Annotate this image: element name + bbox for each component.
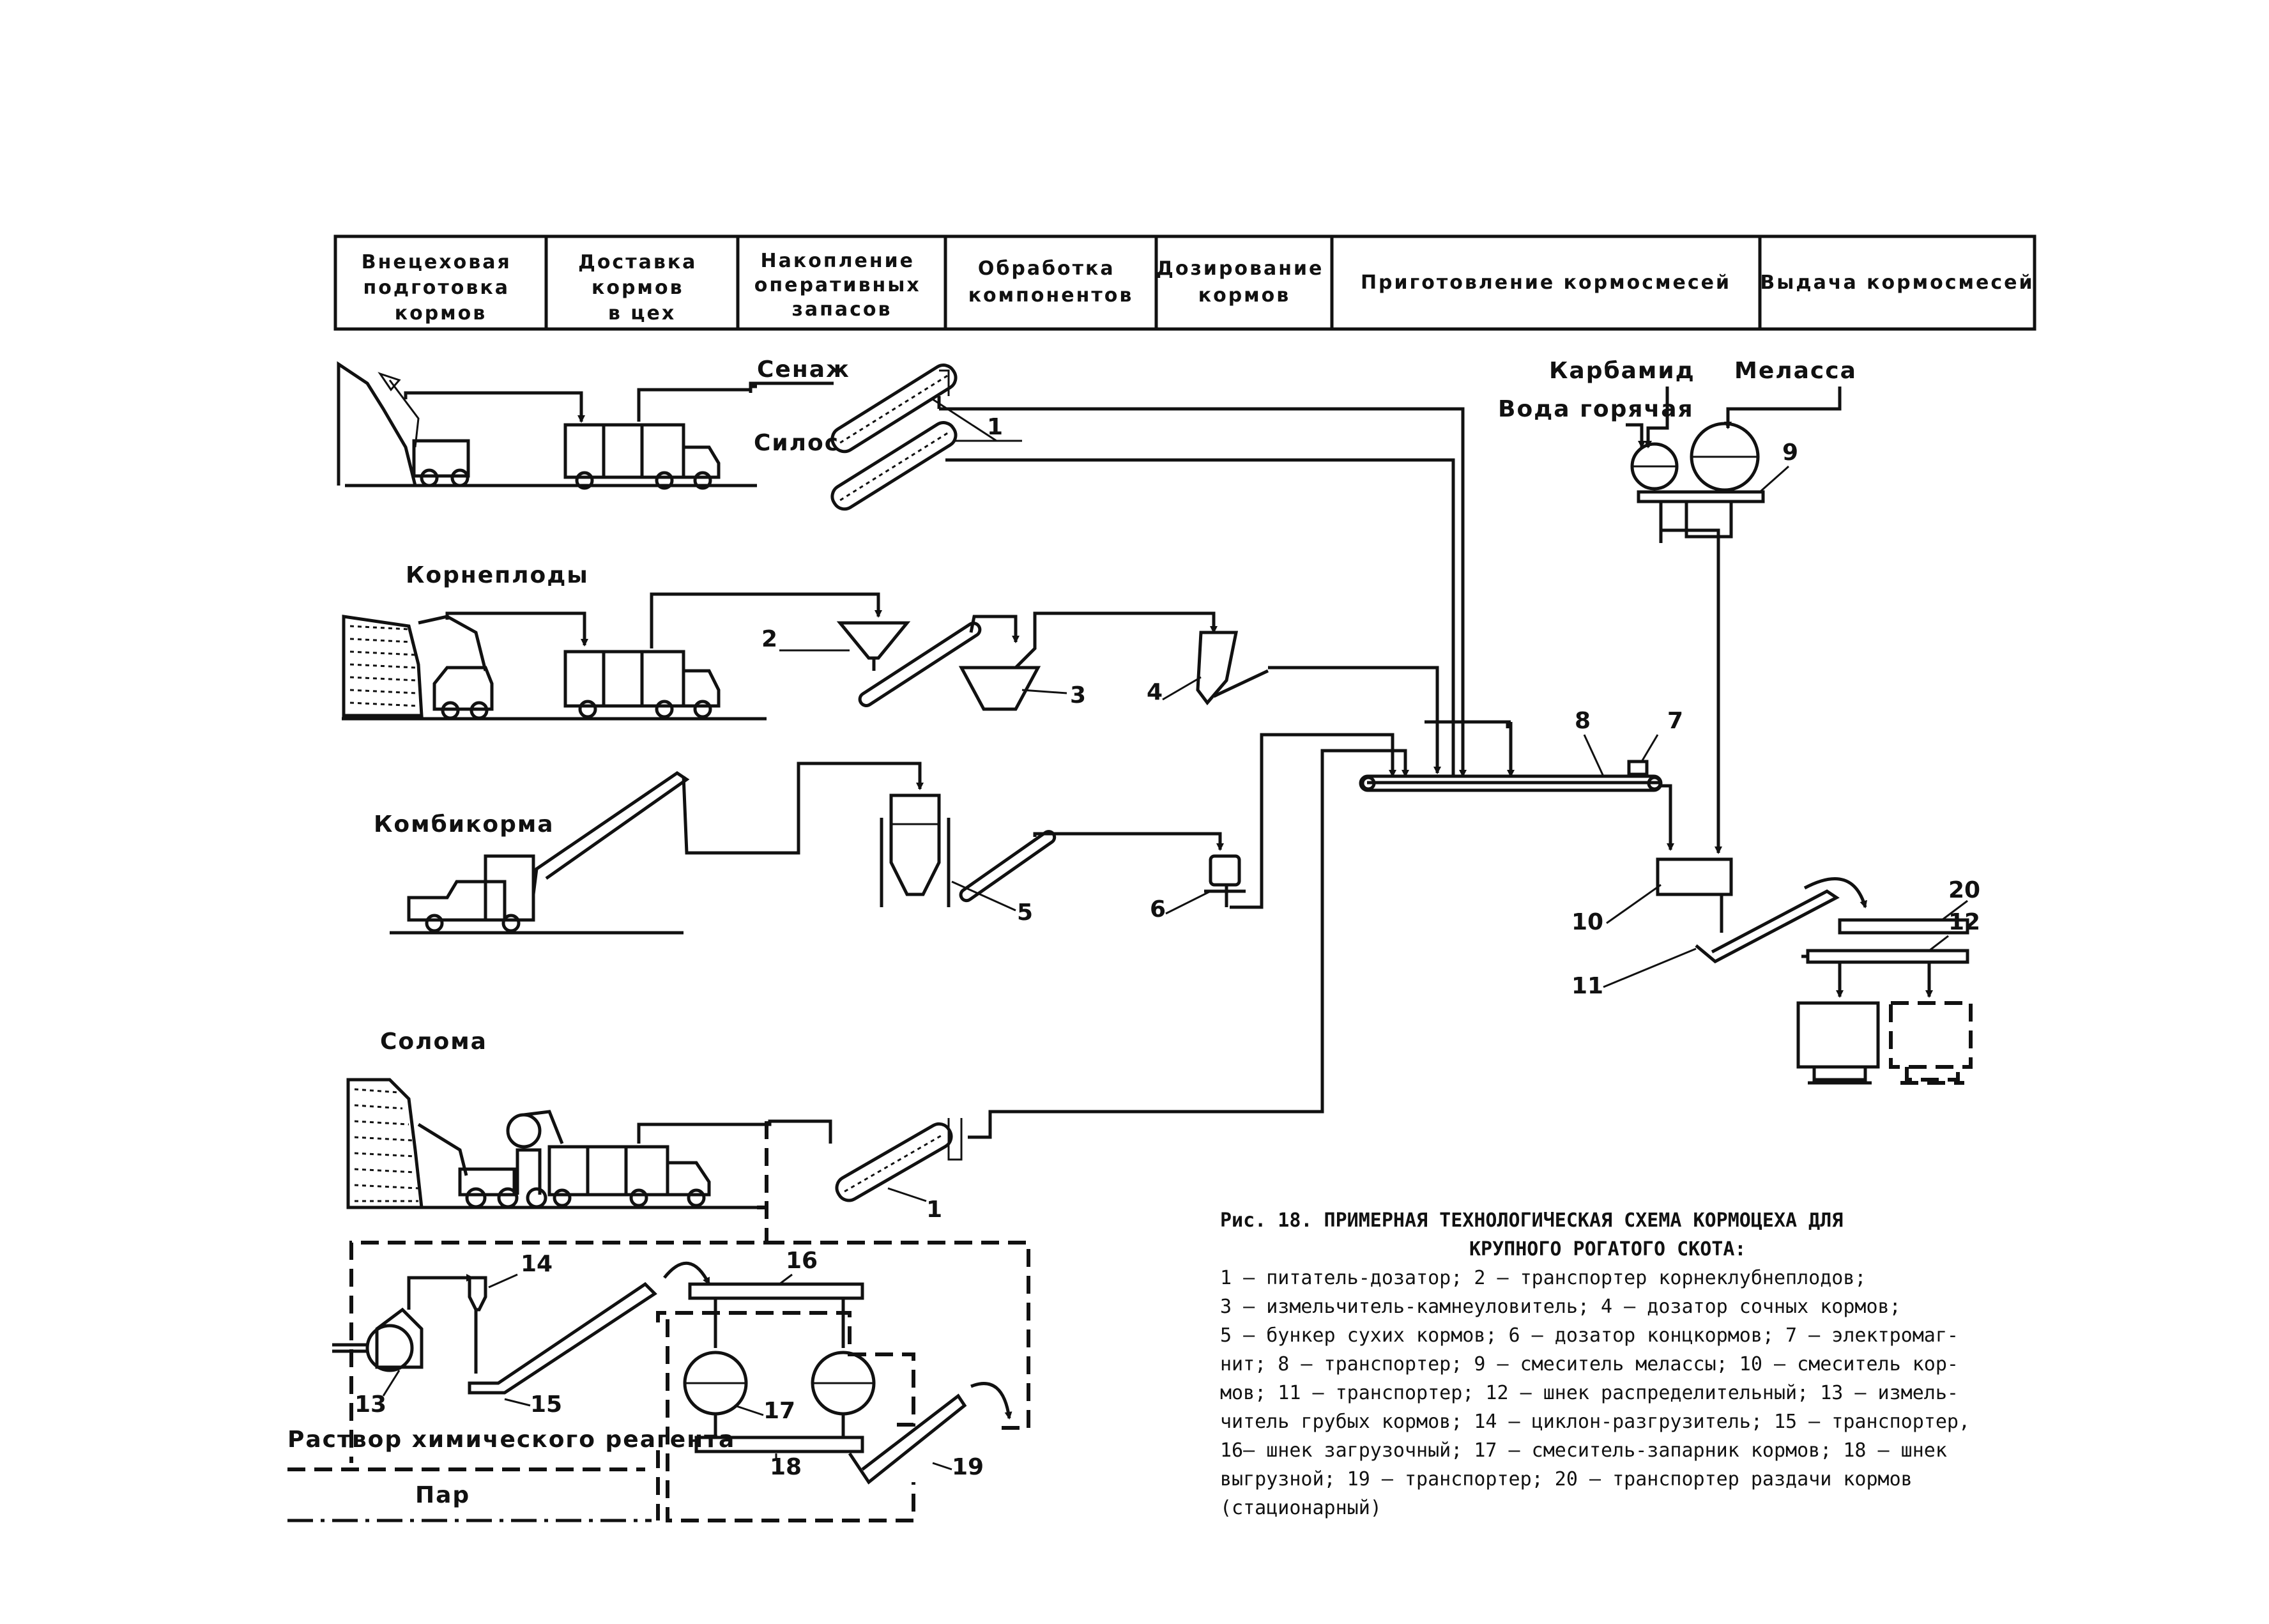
- transporter-8: 8: [1359, 708, 1663, 792]
- caption-line-5: мов; 11 – транспортер; 12 – шнек распред…: [1220, 1382, 1959, 1404]
- label-num-9: 9: [1782, 440, 1798, 466]
- header-col-2: Доставка кормов в цех: [578, 251, 706, 325]
- transporter-11: 11: [1571, 877, 1868, 999]
- feeder-conveyor-lower: [830, 421, 958, 511]
- label-num-2: 2: [761, 626, 777, 652]
- label-melassa: Меласса: [1734, 358, 1857, 384]
- header-col-7: Выдача кормосмесей: [1760, 272, 2034, 294]
- label-num-7: 7: [1667, 708, 1683, 734]
- label-num-8: 8: [1575, 708, 1591, 734]
- header-col-5: Дозирование кормов: [1156, 257, 1333, 307]
- delivery-truck-icon: [563, 423, 721, 490]
- label-num-1-top: 1: [987, 414, 1003, 440]
- label-kombikorma: Комбикорма: [374, 811, 554, 838]
- label-num-3: 3: [1070, 682, 1086, 709]
- chemical-treatment-subsystem: 13 14 15 16 17: [287, 1121, 1030, 1522]
- tractor-crane-icon: [506, 1110, 564, 1209]
- row-soloma: Солома: [346, 749, 1409, 1223]
- distribution-conveyor-20: 20: [1838, 877, 1980, 935]
- feed-dispenser-wagons: [1796, 1001, 1973, 1085]
- unloading-auger-18: [694, 1436, 864, 1453]
- label-num-5: 5: [1017, 900, 1033, 926]
- label-num-13: 13: [355, 1391, 386, 1418]
- straw-loader-icon: [458, 1167, 519, 1209]
- row-kombikorma: Комбикорма 5 6: [374, 733, 1396, 935]
- mixer-steamer-17: [683, 1351, 876, 1437]
- label-num-11: 11: [1571, 973, 1603, 999]
- caption-line-9: (стационарный): [1220, 1497, 1382, 1519]
- label-num-14: 14: [521, 1251, 553, 1277]
- label-num-20: 20: [1948, 877, 1980, 903]
- label-num-6: 6: [1150, 896, 1166, 923]
- delivery-truck-icon-2: [563, 650, 721, 719]
- concentrate-doser-6: [1204, 854, 1246, 907]
- loader-truck-icon-2: [432, 666, 494, 720]
- label-voda: Вода горячая: [1498, 396, 1694, 422]
- cyclone-unloader-14: [468, 1276, 487, 1312]
- label-num-16: 16: [786, 1248, 818, 1274]
- label-num-19: 19: [952, 1454, 984, 1480]
- label-num-17: 17: [763, 1398, 795, 1424]
- label-num-10: 10: [1571, 909, 1603, 935]
- stage-header-table: Внецеховая подготовка кормов Доставка ко…: [333, 234, 2036, 331]
- coarse-feed-shredder-13: [332, 1307, 424, 1372]
- distribution-auger-12: 12: [1801, 909, 1980, 998]
- label-rastvor: Раствор химического реагента: [287, 1427, 735, 1453]
- loading-auger-16: [688, 1282, 864, 1348]
- electromagnet-7: 7: [1627, 708, 1683, 776]
- header-col-6: Приготовление кормосмесей: [1361, 272, 1731, 294]
- label-korneplody: Корнеплоды: [406, 562, 589, 588]
- feed-mixer-10: 10: [1571, 784, 1733, 935]
- label-num-12: 12: [1948, 909, 1980, 935]
- caption-line-3: 5 – бункер сухих кормов; 6 – дозатор кон…: [1220, 1324, 1959, 1347]
- loader-truck-icon: [412, 439, 470, 487]
- label-karbamid: Карбамид: [1549, 358, 1695, 384]
- caption-line-6: читель грубых кормов; 14 – циклон-разгру…: [1220, 1411, 1970, 1433]
- label-senazh: Сенаж: [757, 356, 850, 383]
- figure-caption: Рис. 18. ПРИМЕРНАЯ ТЕХНОЛОГИЧЕСКАЯ СХЕМА…: [1220, 1209, 1970, 1519]
- caption-title-1: Рис. 18. ПРИМЕРНАЯ ТЕХНОЛОГИЧЕСКАЯ СХЕМА…: [1220, 1209, 1843, 1232]
- label-par: Пар: [415, 1482, 470, 1508]
- header-col-1: Внецеховая подготовка кормов: [362, 251, 520, 325]
- caption-line-7: 16– шнек загрузочный; 17 – смеситель-зап…: [1220, 1439, 1947, 1462]
- header-col-4: Обработка компонентов: [968, 257, 1134, 307]
- crusher-stone-catcher: [958, 666, 1041, 711]
- label-num-18: 18: [770, 1454, 802, 1480]
- label-silos: Силос: [754, 430, 839, 456]
- caption-line-1: 1 – питатель-дозатор; 2 – транспортер ко…: [1220, 1267, 1866, 1289]
- caption-line-8: выгрузной; 19 – транспортер; 20 – трансп…: [1220, 1468, 1913, 1490]
- root-conveyor-hopper: [836, 621, 911, 671]
- feeder-conveyor-upper: [830, 364, 958, 454]
- label-num-1-bottom: 1: [926, 1197, 942, 1223]
- header-col-3: Накопление оперативных запасов: [754, 250, 929, 321]
- caption-line-4: нит; 8 – транспортер; 9 – смеситель мела…: [1220, 1353, 1959, 1375]
- caption-line-2: 3 – измельчитель-камнеуловитель; 4 – доз…: [1220, 1296, 1901, 1318]
- label-num-4: 4: [1147, 679, 1163, 705]
- row-senazh-silos: Сенаж Силос 1: [337, 356, 1467, 778]
- label-soloma: Солома: [380, 1029, 487, 1055]
- caption-title-2: КРУПНОГО РОГАТОГО СКОТА:: [1469, 1238, 1746, 1260]
- label-num-15: 15: [530, 1391, 562, 1418]
- delivery-truck-icon-3: [547, 1145, 711, 1207]
- feeder-conveyor-straw: [835, 1122, 953, 1202]
- feed-truck-icon: [407, 770, 690, 933]
- row-korneplody: Корнеплоды: [342, 562, 1441, 774]
- succulent-feed-doser: [1196, 631, 1269, 705]
- molasses-mixer-9: Карбамид Вода горячая Меласса 9: [1498, 358, 1857, 854]
